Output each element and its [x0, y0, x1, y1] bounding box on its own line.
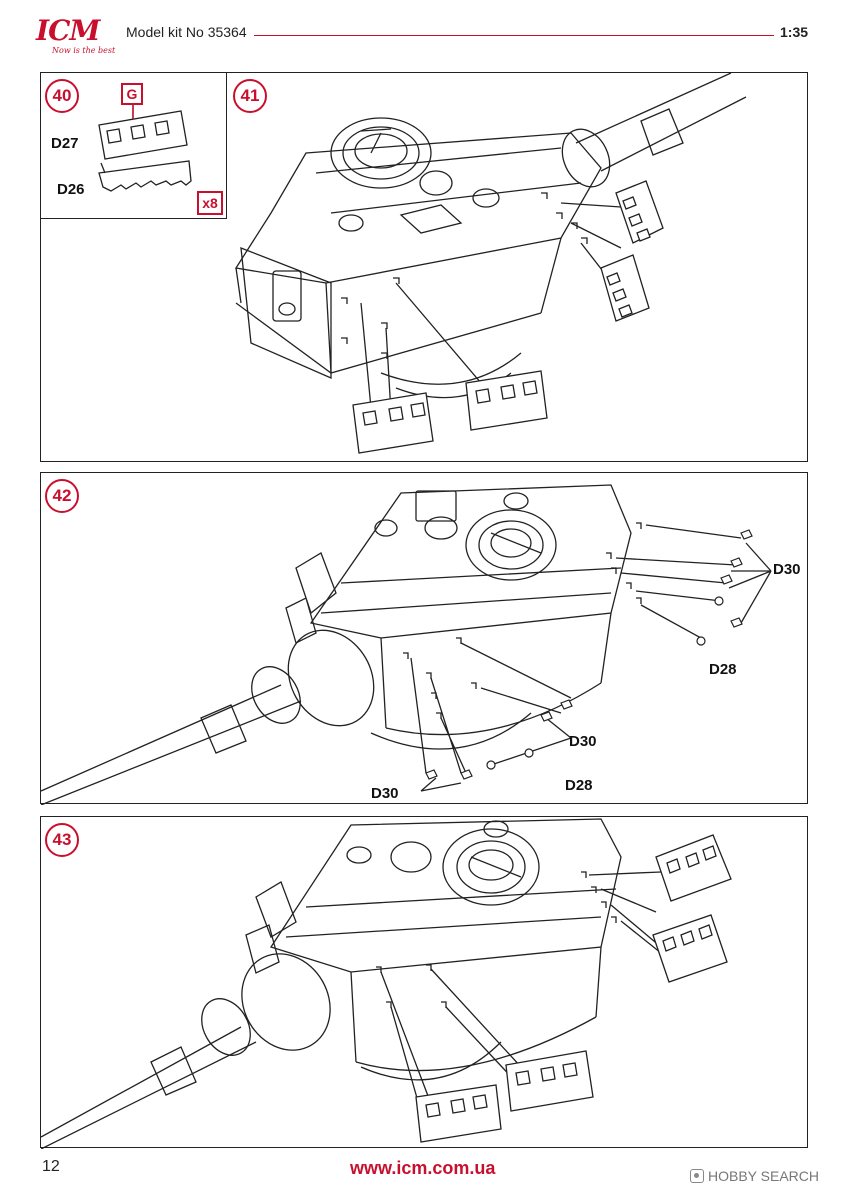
- part-label-d30-left: D30: [371, 785, 399, 802]
- part-label-d30-right: D30: [773, 561, 801, 578]
- camera-icon: [690, 1169, 704, 1183]
- watermark-text: HOBBY SEARCH: [708, 1168, 819, 1184]
- quantity-badge: x8: [197, 191, 223, 215]
- part-label-d30-center: D30: [569, 733, 597, 750]
- panel-step-43: 43: [40, 816, 808, 1149]
- header-rule: [254, 35, 774, 36]
- icm-logo: ICM Now is the best: [28, 14, 116, 60]
- part-label-d28-right: D28: [709, 661, 737, 678]
- turret-drawing-43: [41, 818, 732, 1149]
- step-number-41: 41: [233, 79, 267, 113]
- part-label-d27: D27: [51, 135, 79, 152]
- hobby-search-watermark: HOBBY SEARCH: [690, 1168, 819, 1184]
- logo-text: ICM: [36, 14, 100, 47]
- part-label-d28-bottom: D28: [565, 777, 593, 794]
- panel-steps-40-41: 40 G D27 D26 x8 41: [40, 72, 808, 462]
- parts-tree-badge: G: [121, 83, 143, 105]
- logo-tagline: Now is the best: [52, 46, 116, 55]
- turret-drawing-41: [234, 73, 747, 454]
- step-number-42: 42: [45, 479, 79, 513]
- step-number-43: 43: [45, 823, 79, 857]
- scale-label: 1:35: [780, 24, 809, 40]
- step-number-40: 40: [45, 79, 79, 113]
- part-label-d26: D26: [57, 181, 85, 198]
- page-number: 12: [42, 1158, 60, 1175]
- panel-step-42: 42 D30 D28 D30 D30 D28: [40, 472, 808, 805]
- turret-drawing-42: [41, 484, 772, 805]
- kit-title: Model kit No 35364: [126, 24, 247, 40]
- track-link-drawing-40: [98, 101, 192, 192]
- page-header: ICM Now is the best Model kit No 35364 1…: [0, 0, 848, 66]
- website-link[interactable]: www.icm.com.ua: [350, 1158, 496, 1178]
